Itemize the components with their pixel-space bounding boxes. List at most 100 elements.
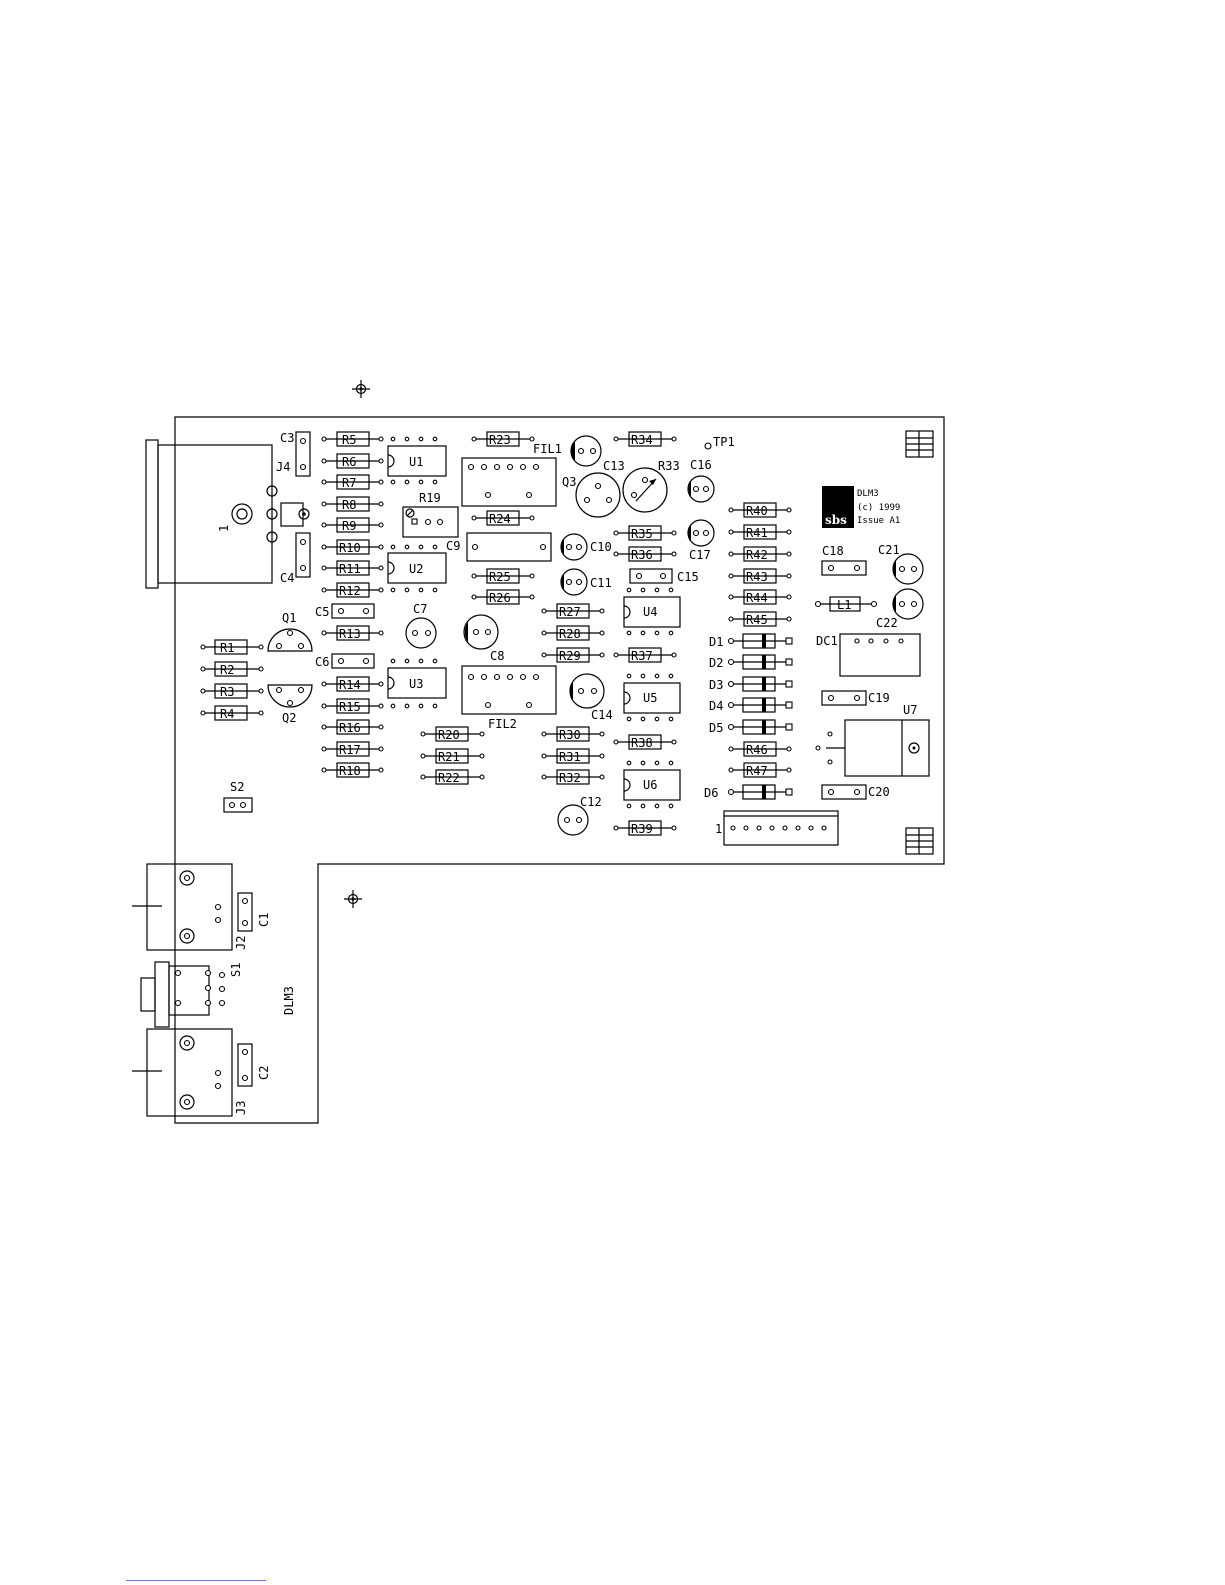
- resistor-r8: R8: [321, 496, 384, 512]
- svg-text:R42: R42: [746, 548, 768, 562]
- svg-text:(c) 1999: (c) 1999: [857, 503, 900, 513]
- filter-fil1: FIL1: [461, 442, 562, 507]
- resistor-r42: R42: [728, 546, 792, 562]
- svg-text:D5: D5: [709, 721, 723, 735]
- resistor-r6: R6: [321, 453, 384, 469]
- svg-text:R40: R40: [746, 504, 768, 518]
- resistor-r7: R7: [321, 474, 384, 490]
- capacitor-c13: C13: [570, 435, 625, 473]
- ic-u2: U2: [387, 552, 447, 584]
- svg-text:R19: R19: [419, 491, 441, 505]
- svg-text:R26: R26: [489, 591, 511, 605]
- capacitor-c9: [466, 532, 552, 562]
- ic-pin: [432, 479, 438, 485]
- connector-j1: J2: [132, 863, 248, 951]
- resistor-r28: R28: [541, 625, 605, 641]
- capacitor-c8: C8: [463, 614, 504, 663]
- ic-pin: [432, 544, 438, 550]
- capacitor-c2: C2: [237, 1043, 271, 1087]
- resistor-r14: R14: [321, 676, 384, 692]
- ic-pin: [640, 803, 646, 809]
- filter-fil2: FIL2: [461, 665, 557, 731]
- svg-text:R44: R44: [746, 591, 768, 605]
- resistor-r40: R40: [728, 502, 792, 518]
- ic-pin: [404, 479, 410, 485]
- resistor-r18: R18: [321, 762, 384, 778]
- svg-text:sbs: sbs: [825, 513, 847, 527]
- svg-text:C12: C12: [580, 795, 602, 809]
- capacitor-c9-label: C9: [446, 539, 460, 553]
- ic-pin: [390, 658, 396, 664]
- svg-text:D6: D6: [704, 786, 718, 800]
- transistor-q1: Q1: [267, 611, 313, 652]
- fiducial-bottom-right: [905, 827, 934, 855]
- svg-text:R7: R7: [342, 476, 356, 490]
- svg-text:R20: R20: [438, 728, 460, 742]
- ic-pin: [418, 658, 424, 664]
- svg-text:D3: D3: [709, 678, 723, 692]
- ic-pin: [432, 436, 438, 442]
- svg-text:C1: C1: [257, 913, 271, 927]
- resistor-r10: R10: [321, 539, 384, 555]
- svg-text:DLM3: DLM3: [857, 489, 879, 499]
- registration-mark-bottom: [344, 890, 362, 908]
- resistor-r13: R13: [321, 625, 384, 641]
- capacitor-c18: C18: [821, 544, 867, 576]
- ic-pin: [654, 716, 660, 722]
- svg-text:C6: C6: [315, 655, 329, 669]
- trimmer-r19: R19: [402, 491, 459, 538]
- ic-pin: [668, 673, 674, 679]
- svg-text:R39: R39: [631, 822, 653, 836]
- svg-text:D2: D2: [709, 656, 723, 670]
- ic-pin: [626, 587, 632, 593]
- svg-text:R23: R23: [489, 433, 511, 447]
- resistor-r4: R4: [200, 705, 264, 721]
- svg-text:R28: R28: [559, 627, 581, 641]
- ic-pin: [626, 760, 632, 766]
- registration-mark-top: [352, 380, 370, 398]
- fiducial-top-right: [905, 430, 934, 458]
- resistor-r43: R43: [728, 568, 792, 584]
- svg-text:C20: C20: [868, 785, 890, 799]
- capacitor-c20: C20: [821, 784, 890, 800]
- ic-pin: [404, 658, 410, 664]
- svg-text:R33: R33: [658, 459, 680, 473]
- ic-pin: [404, 544, 410, 550]
- capacitor-c16: C16: [687, 458, 715, 503]
- svg-text:R16: R16: [339, 721, 361, 735]
- capacitor-c3: C3: [280, 431, 311, 477]
- ic-pin: [390, 703, 396, 709]
- resistor-r30: R30: [541, 726, 605, 742]
- ic-u3: U3: [387, 667, 447, 699]
- ic-pin: [654, 587, 660, 593]
- svg-text:R32: R32: [559, 771, 581, 785]
- svg-text:D4: D4: [709, 699, 723, 713]
- svg-text:L1: L1: [837, 598, 851, 612]
- svg-text:C16: C16: [690, 458, 712, 472]
- svg-text:R29: R29: [559, 649, 581, 663]
- diode-d6: D6: [704, 784, 793, 800]
- ic-pin: [432, 587, 438, 593]
- svg-text:R14: R14: [339, 678, 361, 692]
- svg-text:R38: R38: [631, 736, 653, 750]
- svg-text:R41: R41: [746, 526, 768, 540]
- ic-pin: [418, 703, 424, 709]
- svg-text:R15: R15: [339, 700, 361, 714]
- resistor-r26: R26: [471, 589, 535, 605]
- svg-text:R22: R22: [438, 771, 460, 785]
- ic-pin: [640, 587, 646, 593]
- resistor-r44: R44: [728, 589, 792, 605]
- svg-text:C14: C14: [591, 708, 613, 722]
- capacitor-c19: C19: [821, 690, 890, 706]
- trimmer-r33: R33: [622, 459, 680, 513]
- transistor-q2: Q2: [267, 684, 313, 725]
- svg-text:J2: J2: [234, 936, 248, 950]
- resistor-r27: R27: [541, 603, 605, 619]
- diode-d4: D4: [709, 697, 793, 713]
- resistor-r20: R20: [420, 726, 485, 742]
- ic-pin: [626, 673, 632, 679]
- resistor-r23: R23: [471, 431, 535, 447]
- svg-text:R31: R31: [559, 750, 581, 764]
- capacitor-c17: C17: [687, 519, 715, 562]
- ic-pin: [640, 673, 646, 679]
